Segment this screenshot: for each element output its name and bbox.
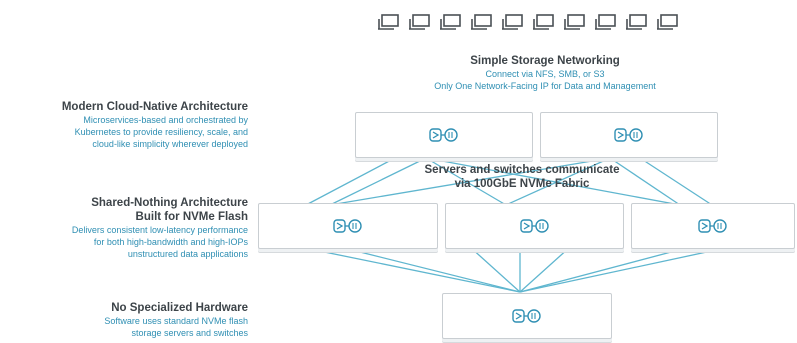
storage-networking-block: Simple Storage Networking Connect via NF… — [380, 54, 710, 92]
section-no-special-hardware: No Specialized Hardware Software uses st… — [0, 301, 248, 339]
storage-server-box — [355, 112, 533, 158]
connection-line — [425, 157, 507, 206]
computer-icon — [657, 14, 678, 30]
section-title: No Specialized Hardware — [111, 302, 248, 314]
section-line: for both high-bandwidth and high-IOPs — [93, 237, 248, 247]
networking-line-2: Only One Network-Facing IP for Data and … — [434, 81, 656, 91]
connection-line — [469, 246, 521, 293]
computer-icon — [502, 14, 523, 30]
fabric-label: Servers and switches communicate via 100… — [392, 163, 652, 191]
connection-line — [339, 246, 521, 293]
storage-server-box — [258, 203, 438, 249]
connection-line — [305, 157, 396, 206]
section-cloud-native: Modern Cloud-Native Architecture Microse… — [0, 100, 248, 150]
connection-line — [519, 246, 571, 293]
storage-switch-box — [442, 293, 612, 339]
connection-line — [639, 157, 713, 206]
connection-lines — [299, 157, 731, 293]
server-logo-icon — [519, 219, 549, 233]
connection-line — [299, 246, 521, 293]
section-line: Delivers consistent low-latency performa… — [71, 225, 248, 235]
connection-line — [425, 157, 681, 206]
fabric-line-2: via 100GbE NVMe Fabric — [454, 178, 590, 190]
computer-icon — [626, 14, 647, 30]
client-computers — [376, 14, 681, 32]
storage-server-box — [445, 203, 624, 249]
fabric-line-1: Servers and switches communicate — [424, 164, 620, 176]
section-line: cloud-like simplicity wherever deployed — [92, 139, 248, 149]
computer-icon — [378, 14, 399, 30]
section-line: Software uses standard NVMe flash — [104, 316, 248, 326]
section-line: unstructured data applications — [127, 249, 248, 259]
section-line: Microservices-based and orchestrated by — [83, 115, 248, 125]
networking-line-1: Connect via NFS, SMB, or S3 — [485, 69, 605, 79]
connection-line — [519, 246, 691, 293]
section-title-line-1: Shared-Nothing Architecture — [91, 197, 248, 209]
server-logo-icon — [698, 219, 727, 233]
connection-line — [519, 246, 731, 293]
server-logo-icon — [333, 219, 362, 233]
networking-title: Simple Storage Networking — [470, 55, 620, 67]
connection-line — [329, 157, 611, 206]
computer-icon — [440, 14, 461, 30]
computer-icon — [409, 14, 430, 30]
section-shared-nothing: Shared-Nothing Architecture Built for NV… — [0, 196, 248, 260]
section-line: storage servers and switches — [131, 328, 248, 338]
connection-line — [329, 157, 427, 206]
storage-server-box — [540, 112, 718, 158]
section-line: Kubernetes to provide resiliency, scale,… — [74, 127, 248, 137]
server-logo-icon — [512, 309, 541, 323]
computer-icon — [564, 14, 585, 30]
computer-icon — [595, 14, 616, 30]
section-title: Modern Cloud-Native Architecture — [61, 101, 248, 113]
computer-icon — [471, 14, 492, 30]
computer-icon — [533, 14, 554, 30]
connection-line — [609, 157, 681, 206]
server-logo-icon — [429, 128, 458, 142]
connection-line — [505, 157, 611, 206]
section-title-line-2: Built for NVMe Flash — [135, 211, 248, 223]
storage-server-box — [631, 203, 795, 249]
server-logo-icon — [614, 128, 643, 142]
